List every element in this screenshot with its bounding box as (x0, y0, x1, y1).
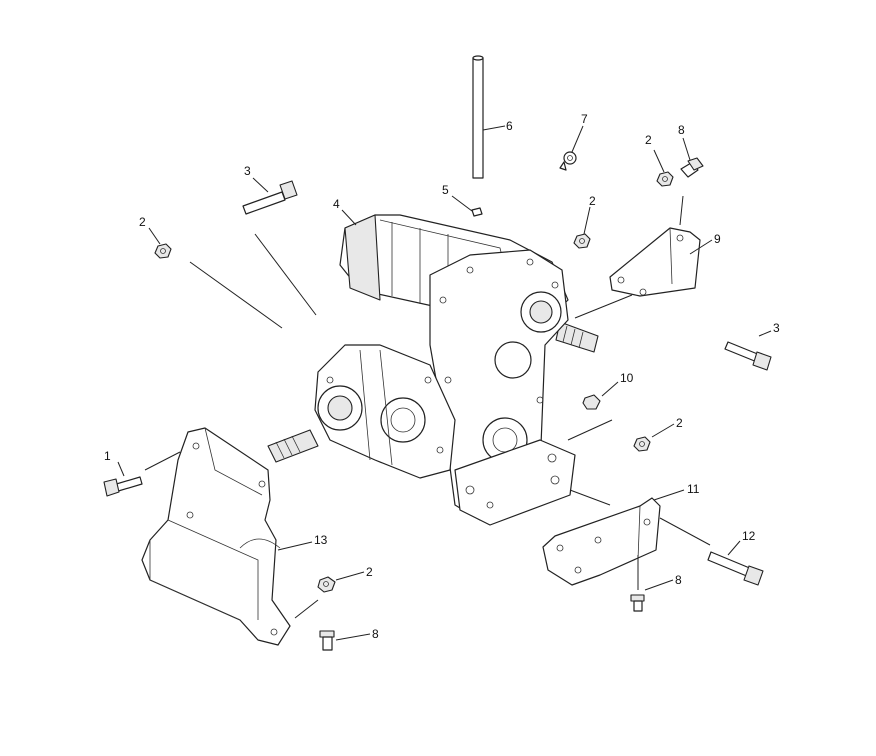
part-10-washer (582, 394, 601, 410)
callout-13: 13 (314, 533, 328, 547)
part-3-bolt-right (724, 341, 772, 371)
callout-7: 7 (581, 112, 588, 126)
callout-4: 4 (333, 197, 340, 211)
leader-11-ext (569, 489, 611, 506)
part-12-bolt (707, 551, 764, 586)
leader-11 (653, 489, 685, 501)
leader-1-bracket (144, 451, 181, 471)
leader-3a-ext (254, 233, 317, 316)
leader-10 (601, 381, 619, 397)
part-8-bolt-bottom-right (630, 594, 645, 612)
callout-2: 2 (139, 215, 146, 229)
part-4-transfer-case (267, 214, 599, 526)
callout-5: 5 (442, 183, 449, 197)
callout-3: 3 (244, 164, 251, 178)
leader-4 (341, 209, 357, 226)
leader-6 (482, 125, 506, 131)
leader-3a (252, 177, 269, 193)
callout-2: 2 (645, 133, 652, 147)
part-11-bracket (542, 497, 661, 586)
part-2-nut-left (154, 243, 172, 259)
leader-2e (335, 571, 365, 581)
leader-13 (277, 541, 313, 551)
leader-1 (117, 461, 125, 477)
leader-2a (148, 227, 161, 245)
leader-12-b (727, 540, 741, 556)
part-1-bolt (103, 476, 143, 497)
callout-6: 6 (506, 119, 513, 133)
callout-9: 9 (714, 232, 721, 246)
leader-12 (659, 517, 711, 546)
leader-2a-ext (189, 261, 283, 329)
leader-3b (758, 330, 772, 337)
part-8-bolt-bottom-left (319, 630, 335, 651)
callout-2: 2 (589, 194, 596, 208)
part-5-fitting (471, 207, 483, 217)
leader-9-shaft (574, 294, 633, 319)
part-7-clip (559, 151, 577, 171)
callout-8: 8 (678, 123, 685, 137)
part-3-bolt-left (242, 180, 298, 215)
leader-10-ext (567, 419, 613, 441)
leader-2c (653, 149, 665, 173)
leader-8a-ext (679, 195, 684, 226)
leader-8c-ext (294, 599, 319, 619)
callout-12: 12 (742, 529, 756, 543)
part-9-bracket (609, 227, 701, 297)
leader-lines (117, 125, 772, 641)
callout-2: 2 (676, 416, 683, 430)
callout-11: 11 (687, 482, 700, 496)
callout-1: 1 (104, 449, 111, 463)
leader-7 (571, 125, 584, 153)
part-8-bolt-top (680, 157, 704, 178)
leader-8a (682, 137, 691, 161)
leader-9 (689, 239, 713, 255)
leader-2d (651, 423, 675, 438)
part-2-nut-bottom (317, 576, 336, 593)
callout-10: 10 (620, 371, 634, 385)
part-2-nut-right (656, 171, 674, 187)
part-2-nut-mid-right (633, 436, 651, 452)
part-6-rod (472, 55, 484, 179)
leader-2b (583, 206, 591, 235)
part-13-bracket (141, 427, 291, 646)
callout-3: 3 (773, 321, 780, 335)
callout-2: 2 (366, 565, 373, 579)
callout-8: 8 (675, 573, 682, 587)
callout-8: 8 (372, 627, 379, 641)
callout-labels: 1 2 2 2 2 2 3 3 4 5 6 7 8 8 8 9 10 11 12… (104, 112, 780, 641)
part-2-nut-top (573, 233, 591, 249)
leader-8c (335, 633, 371, 641)
leader-5 (451, 195, 473, 212)
leader-8b (644, 579, 674, 591)
